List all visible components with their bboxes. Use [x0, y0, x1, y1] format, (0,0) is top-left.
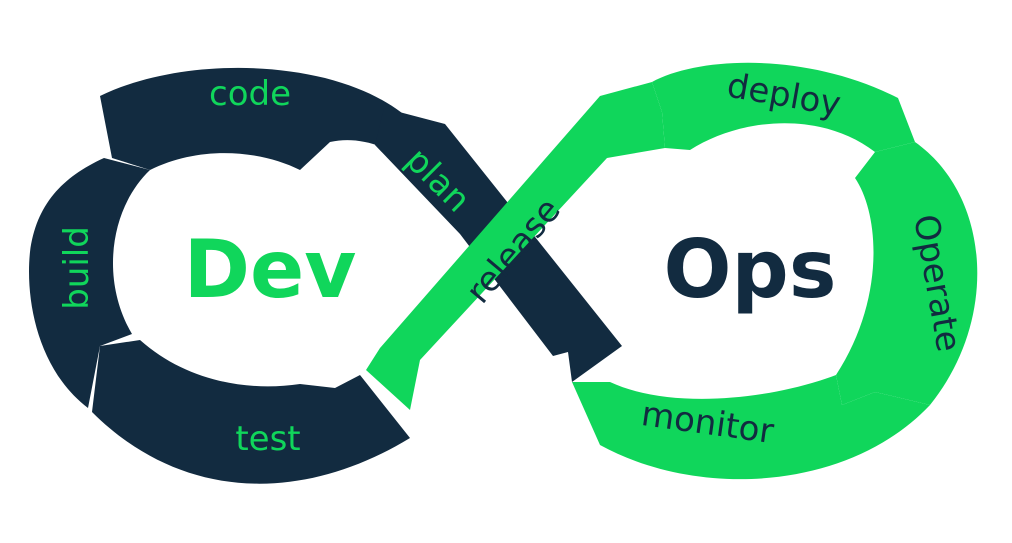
- dev-loop-bottom-segment: [92, 340, 410, 484]
- stage-label-code: code: [209, 74, 291, 114]
- dev-loop-top-segment: [100, 67, 420, 170]
- ops-loop-top-segment: [652, 62, 915, 152]
- ops-loop-release-segment: [366, 82, 665, 410]
- ops-loop-bottom-segment: [572, 375, 930, 480]
- ops-title: Ops: [664, 223, 837, 316]
- stage-label-build: build: [57, 226, 97, 310]
- dev-title: Dev: [184, 223, 357, 316]
- dev-loop-left-segment: [29, 158, 150, 408]
- stage-label-test: test: [235, 419, 300, 459]
- ops-loop-right-segment: [836, 142, 978, 405]
